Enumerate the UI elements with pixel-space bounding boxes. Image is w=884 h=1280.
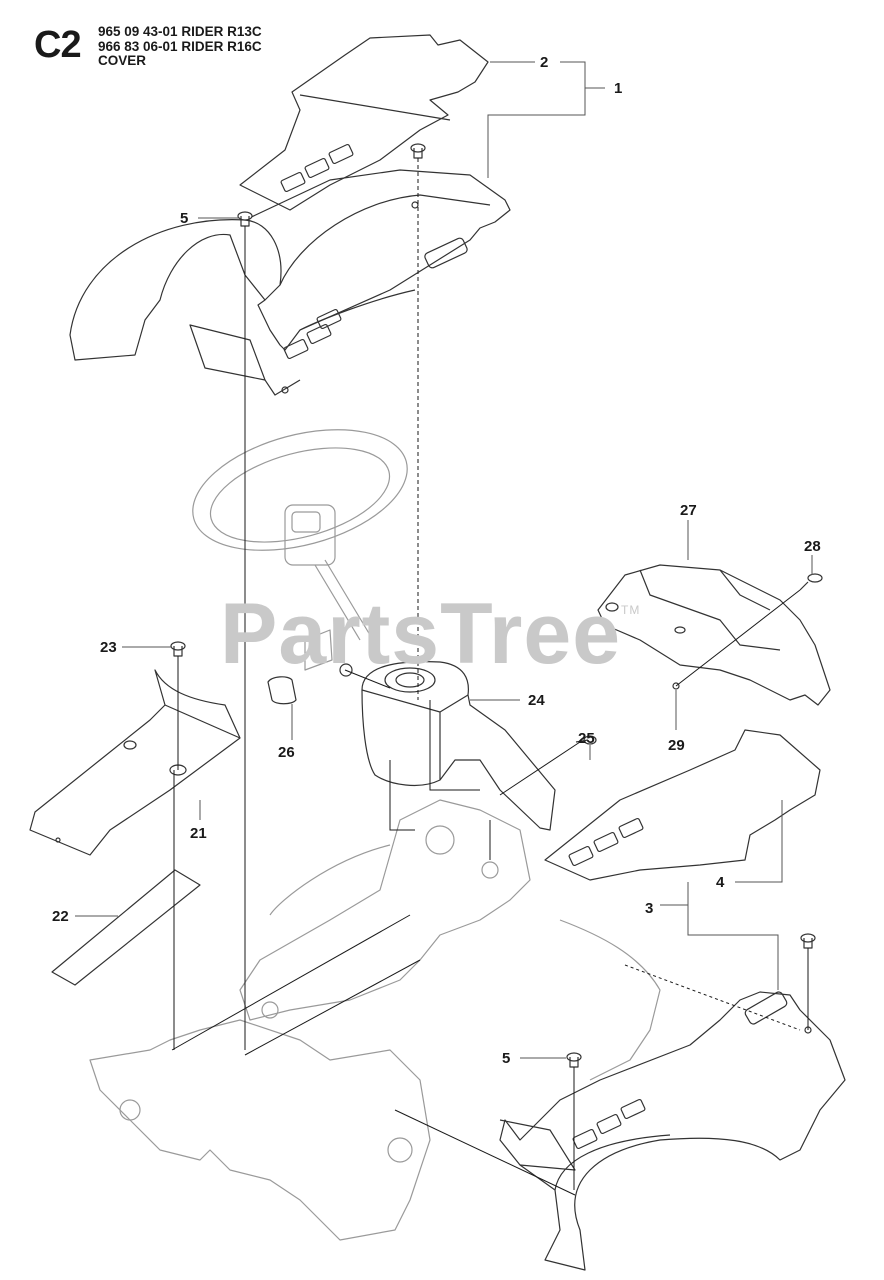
trademark-mark: TM xyxy=(621,603,641,617)
callout-27: 27 xyxy=(680,502,697,519)
diagram-header: 965 09 43-01 RIDER R13C 966 83 06-01 RID… xyxy=(98,24,262,69)
callout-1: 1 xyxy=(614,80,622,97)
part-24-column-cover xyxy=(339,661,556,831)
callout-4: 4 xyxy=(716,874,725,891)
callout-22: 22 xyxy=(52,908,69,925)
part-3-fender-cover xyxy=(499,991,846,1271)
part-28-key xyxy=(799,573,823,591)
callout-5-top: 5 xyxy=(180,210,188,227)
part-27-rear-cover xyxy=(597,564,831,706)
part-1-fender-cover xyxy=(69,169,511,396)
watermark-text: PartsTree xyxy=(220,586,622,682)
part-5-screw-top xyxy=(237,143,426,227)
part-26-knob xyxy=(267,629,333,705)
callout-26: 26 xyxy=(278,744,295,761)
steering-wheel xyxy=(192,429,408,641)
callout-28: 28 xyxy=(804,538,821,555)
part-4-floor-mat xyxy=(544,729,821,881)
assembly-lines xyxy=(171,158,809,1196)
chassis-frame xyxy=(89,799,661,1241)
part-21-side-panel xyxy=(29,669,241,856)
callout-3: 3 xyxy=(645,900,653,917)
part-29-washer xyxy=(672,682,680,690)
part-2-floor-mat xyxy=(239,34,489,211)
part-23-screw xyxy=(170,641,186,657)
part-25-screw xyxy=(575,735,597,745)
model-line-2: 966 83 06-01 RIDER R16C xyxy=(98,38,262,54)
callout-5-lower: 5 xyxy=(502,1050,510,1067)
part-5-screw-lower xyxy=(566,933,816,1068)
section-title: COVER xyxy=(98,53,147,68)
callout-23: 23 xyxy=(100,639,117,656)
callout-2: 2 xyxy=(540,54,548,71)
callout-25: 25 xyxy=(578,730,595,747)
callout-29: 29 xyxy=(668,737,685,754)
leader-lines xyxy=(75,61,813,1059)
callout-21: 21 xyxy=(190,825,207,842)
watermark: PartsTreeTM xyxy=(220,585,640,684)
diagram-code: C2 xyxy=(34,24,82,66)
model-line-1: 965 09 43-01 RIDER R13C xyxy=(98,24,262,39)
part-22-strip xyxy=(51,869,201,986)
callout-24: 24 xyxy=(528,692,545,709)
